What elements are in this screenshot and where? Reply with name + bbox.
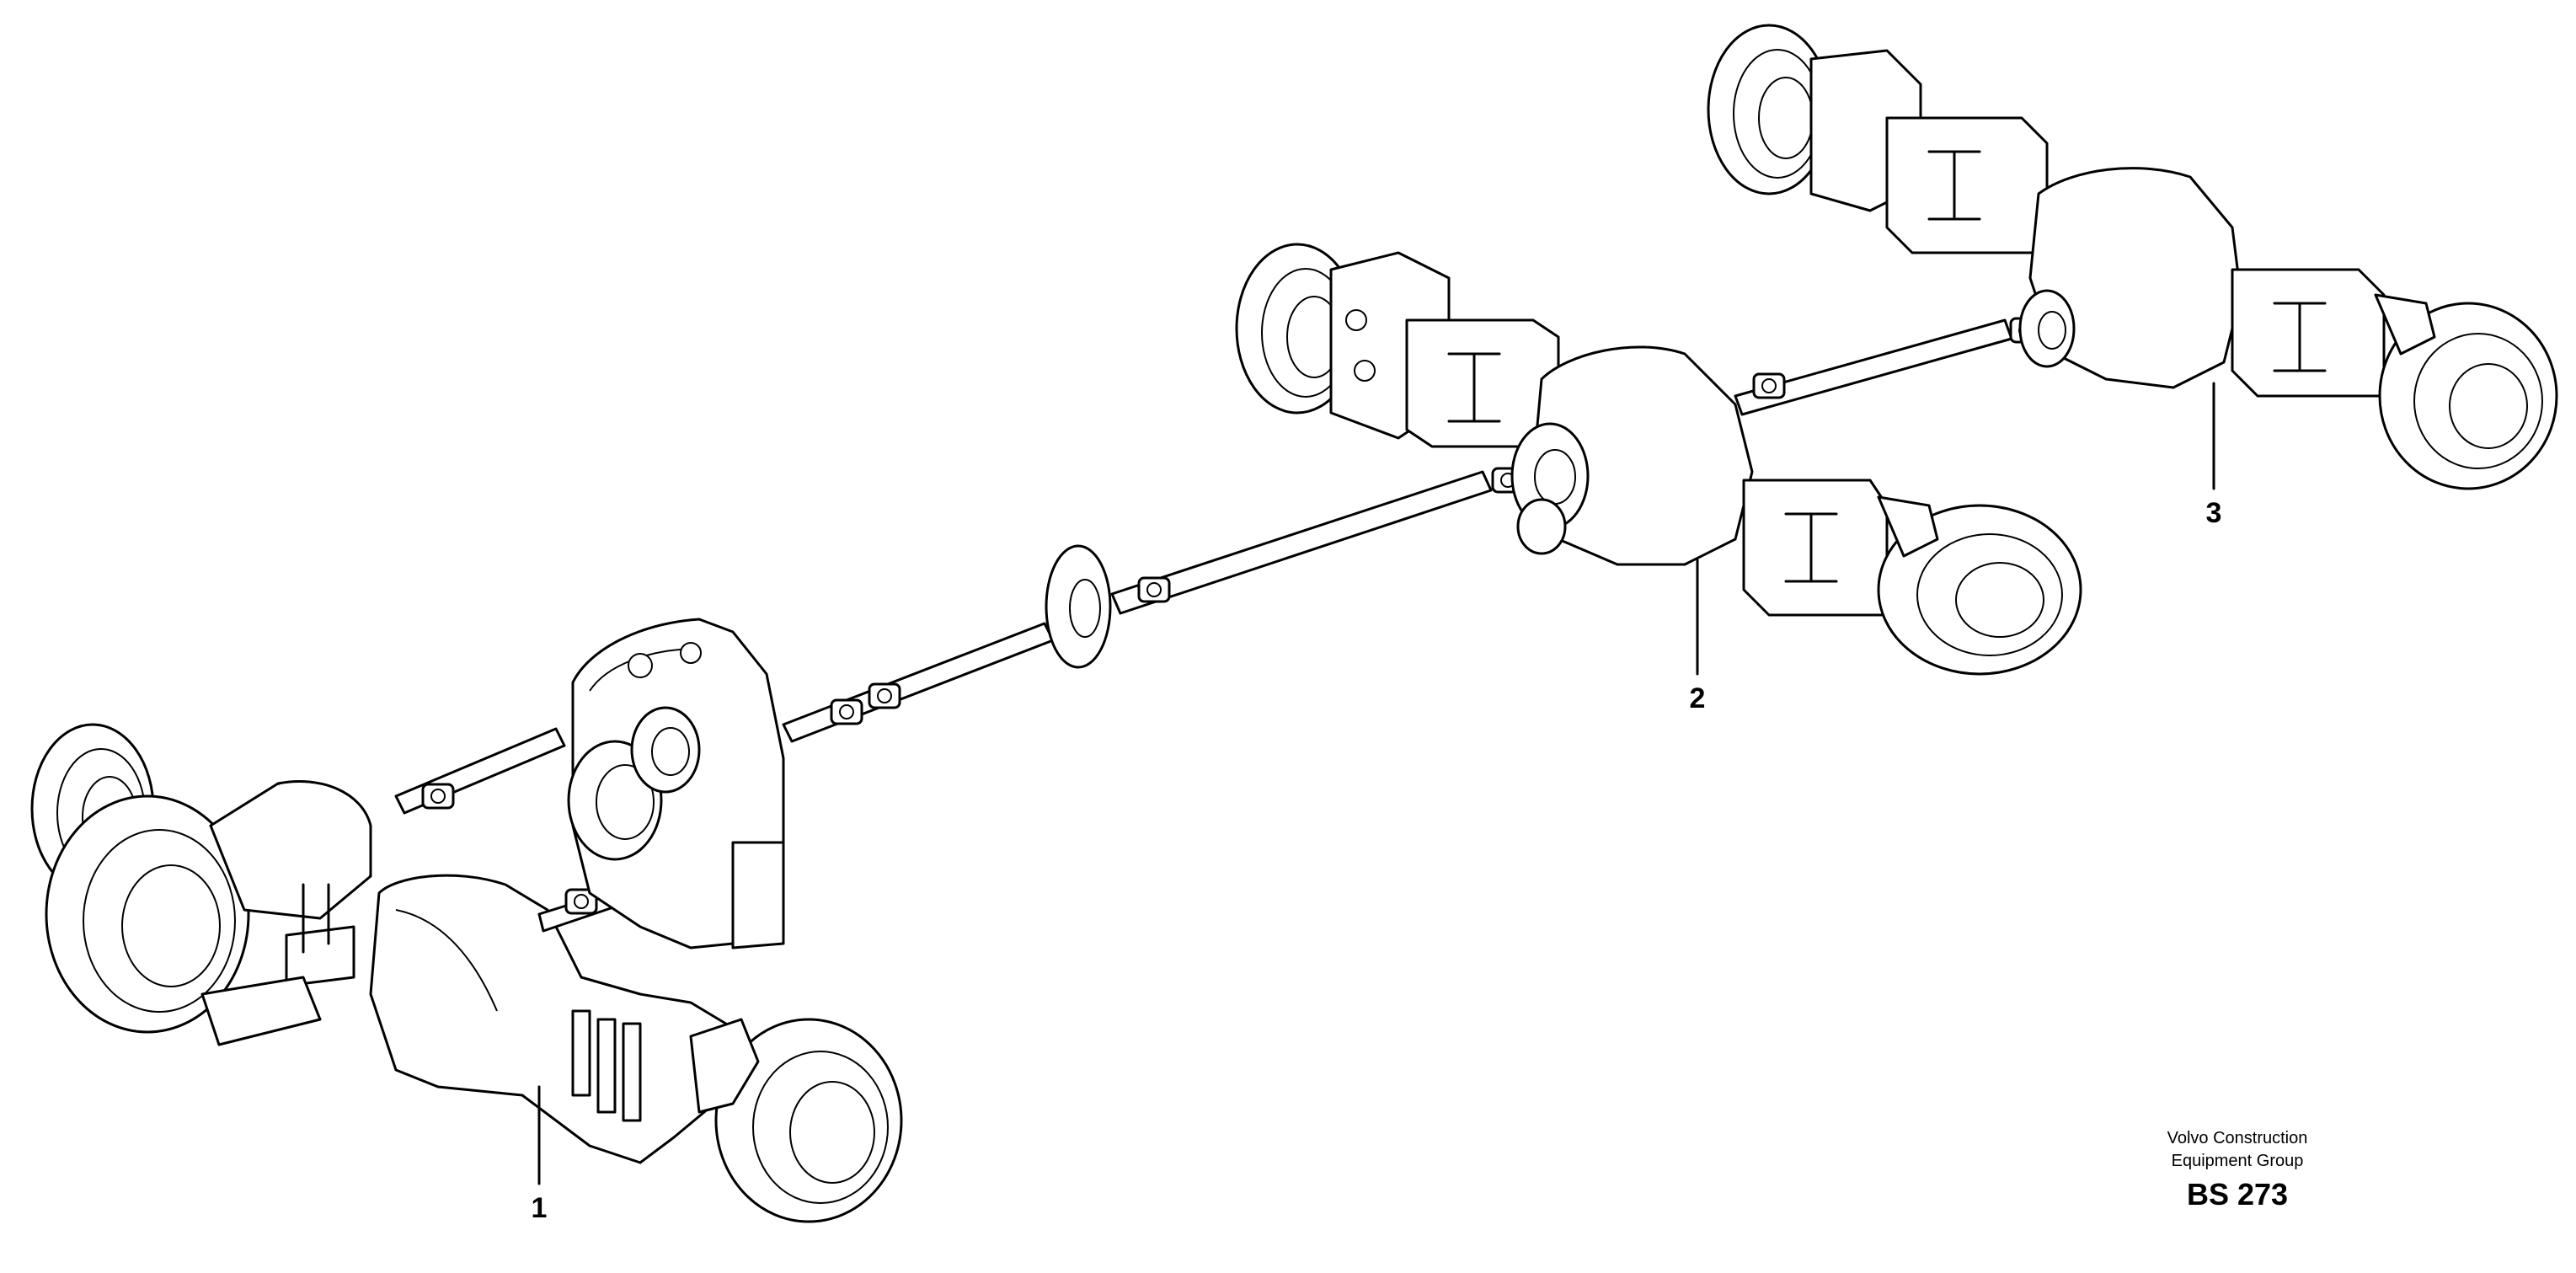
middle-right-bracket — [1742, 479, 1889, 617]
rear-axle-housing — [2028, 167, 2242, 389]
credit-line-2: Equipment Group — [2172, 1152, 2304, 1170]
propeller-shaft — [782, 467, 1525, 743]
front-left-wheel — [45, 794, 250, 1034]
callout-3-number: 3 — [2206, 497, 2222, 529]
inter-axle-shaft — [1734, 317, 2043, 416]
transfer-output-gear — [567, 706, 701, 861]
callout-2: 2 — [1690, 559, 1706, 714]
middle-right-wheel — [1877, 504, 2082, 676]
callout-1-number: 1 — [532, 1192, 548, 1224]
carrier-bearing — [1045, 544, 1112, 669]
rear-right-wheel — [2378, 302, 2558, 490]
front-axle-housing — [369, 874, 735, 1164]
callout-1: 1 — [532, 1085, 548, 1224]
front-right-wheel — [714, 1018, 903, 1223]
transfer-box — [567, 618, 785, 949]
rear-right-bracket — [2231, 268, 2386, 398]
front-axle-assembly — [30, 723, 903, 1223]
figure-code: BS 273 — [2187, 1177, 2288, 1211]
middle-axle-assembly — [1235, 243, 2082, 676]
rear-axle-assembly — [1707, 24, 2558, 490]
credit-line-1: Volvo Construction — [2167, 1129, 2308, 1147]
rear-left-bracket — [1885, 116, 2049, 254]
credit-block: Volvo Construction Equipment Group BS 27… — [2167, 1129, 2308, 1211]
callout-3: 3 — [2206, 382, 2222, 529]
callout-2-number: 2 — [1690, 682, 1706, 714]
middle-axle-housing — [1531, 345, 1754, 566]
